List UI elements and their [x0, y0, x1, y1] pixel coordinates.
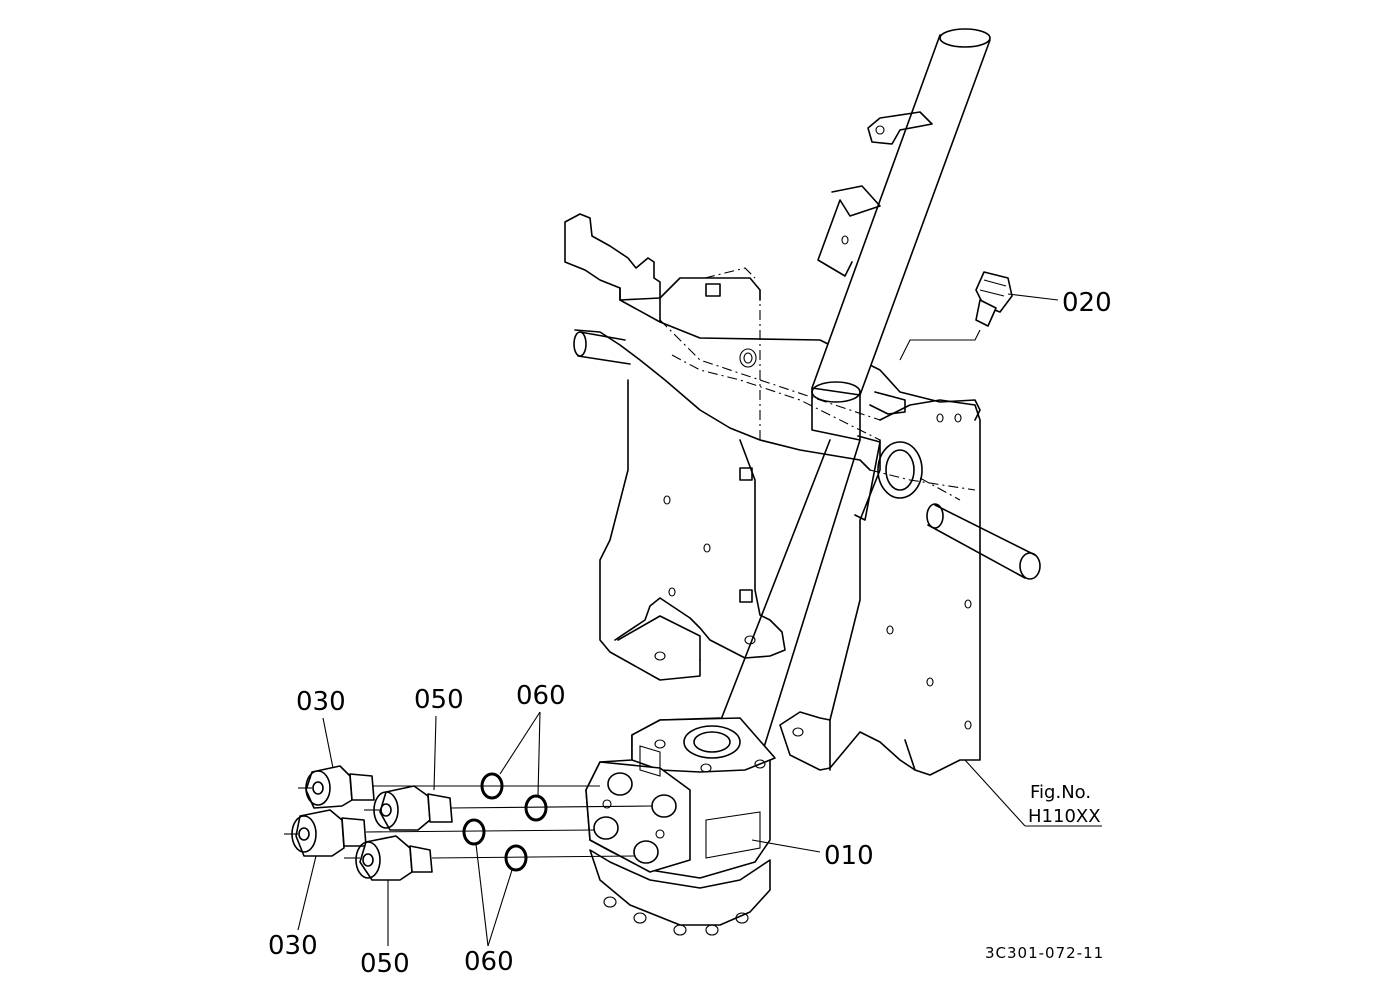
part-060-oring-2: [524, 794, 548, 822]
steering-column: [714, 28, 991, 761]
label-030-top: 030: [296, 687, 346, 717]
part-060-oring-1: [480, 772, 504, 800]
part-050-fitting-bottom: [344, 835, 433, 881]
leader-lines: [297, 293, 1102, 947]
part-030-fitting-bottom: [284, 809, 367, 857]
label-060-top: 060: [516, 681, 566, 711]
drawing-code: 3C301-072-11: [985, 944, 1104, 962]
fittings-group: [284, 765, 653, 881]
part-020-fitting: [899, 271, 1013, 361]
fig-no-value: H110XX: [1028, 806, 1101, 827]
labels: 020 010 030 030 050 050 060 060 Fig.No. …: [268, 288, 1112, 979]
part-060-oring-3: [462, 818, 486, 846]
part-010-steering-unit: [585, 717, 776, 936]
label-050-bottom: 050: [360, 949, 410, 979]
fig-no-label: Fig.No.: [1030, 782, 1091, 803]
part-030-fitting-top: [298, 765, 375, 809]
label-060-bottom: 060: [464, 947, 514, 977]
part-050-fitting-top: [364, 785, 453, 831]
label-050-top: 050: [414, 685, 464, 715]
part-060-oring-4: [504, 844, 528, 872]
steering-frame: [564, 213, 1041, 776]
label-010: 010: [824, 841, 874, 871]
label-030-bottom: 030: [268, 931, 318, 961]
label-020: 020: [1062, 288, 1112, 318]
